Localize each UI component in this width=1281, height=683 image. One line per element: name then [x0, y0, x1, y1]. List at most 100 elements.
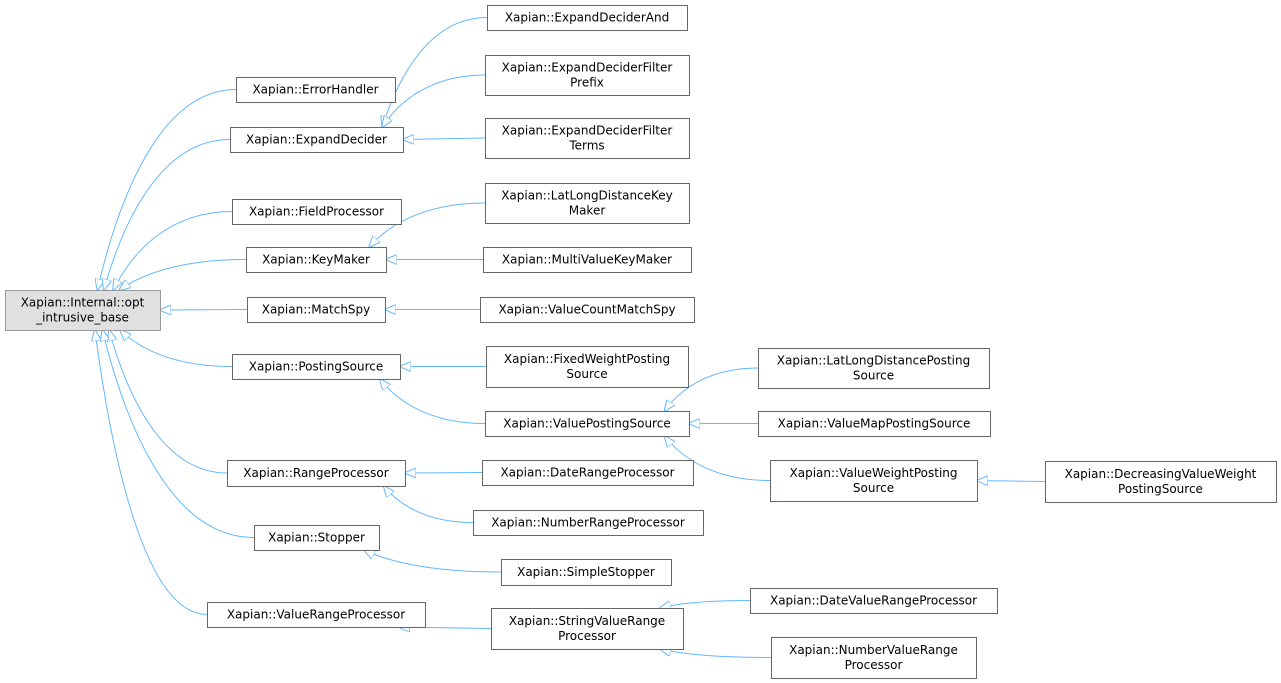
class-label-number-range-processor-line-1: Xapian::NumberRangeProcessor — [491, 516, 685, 530]
class-node-decreasing-value-weight-posting-source[interactable]: Xapian::DecreasingValueWeightPostingSour… — [1045, 461, 1277, 503]
class-node-multi-value-key-maker[interactable]: Xapian::MultiValueKeyMaker — [483, 247, 692, 273]
class-node-key-maker[interactable]: Xapian::KeyMaker — [246, 247, 387, 273]
inheritance-edge-posting-source-to-opt-intrusive-base — [120, 330, 233, 367]
class-box-value-map-posting-source — [758, 411, 991, 437]
class-label-date-range-processor-line-1: Xapian::DateRangeProcessor — [500, 466, 674, 480]
class-box-string-value-range-processor — [491, 608, 684, 650]
class-label-value-map-posting-source-line-1: Xapian::ValueMapPostingSource — [778, 417, 971, 431]
class-box-lat-long-distance-key-maker — [485, 183, 690, 224]
class-label-opt-intrusive-base-line-1: Xapian::Internal::opt — [21, 296, 145, 310]
inheritance-edge-number-range-processor-to-range-processor — [384, 486, 474, 523]
class-label-field-processor-line-1: Xapian::FieldProcessor — [249, 205, 384, 219]
class-label-key-maker-line-1: Xapian::KeyMaker — [262, 253, 370, 267]
class-node-range-processor[interactable]: Xapian::RangeProcessor — [227, 460, 406, 487]
class-box-expand-decider-filter-terms — [485, 118, 690, 159]
class-box-value-range-processor — [207, 602, 426, 628]
class-label-date-value-range-processor-line-1: Xapian::DateValueRangeProcessor — [770, 594, 977, 608]
class-label-fixed-weight-posting-source-line-2: Source — [566, 367, 607, 381]
class-box-expand-decider-filter-prefix — [485, 55, 690, 96]
class-node-stopper[interactable]: Xapian::Stopper — [254, 525, 380, 551]
class-label-match-spy-line-1: Xapian::MatchSpy — [262, 303, 371, 317]
class-box-error-handler — [236, 77, 396, 103]
class-node-value-map-posting-source[interactable]: Xapian::ValueMapPostingSource — [758, 411, 991, 437]
inheritance-edge-lat-long-distance-posting-source-to-value-posting-source — [665, 367, 759, 411]
class-box-match-spy — [247, 297, 386, 323]
class-box-date-range-processor — [482, 460, 694, 486]
class-label-decreasing-value-weight-posting-source-line-2: PostingSource — [1118, 482, 1203, 496]
class-label-range-processor-line-1: Xapian::RangeProcessor — [243, 466, 388, 480]
class-box-decreasing-value-weight-posting-source — [1045, 461, 1277, 503]
class-node-simple-stopper[interactable]: Xapian::SimpleStopper — [501, 559, 672, 586]
class-node-field-processor[interactable]: Xapian::FieldProcessor — [232, 199, 402, 225]
class-label-posting-source-line-1: Xapian::PostingSource — [249, 360, 383, 374]
inheritance-edge-stopper-to-opt-intrusive-base — [102, 330, 255, 538]
class-box-key-maker — [246, 247, 387, 273]
class-box-number-value-range-processor — [771, 637, 977, 679]
class-box-field-processor — [232, 199, 402, 225]
class-label-value-weight-posting-source-line-2: Source — [853, 481, 894, 495]
class-node-error-handler[interactable]: Xapian::ErrorHandler — [236, 77, 396, 103]
class-label-value-weight-posting-source-line-1: Xapian::ValueWeightPosting — [790, 466, 958, 480]
inheritance-edge-expand-decider-and-to-expand-decider — [382, 17, 488, 128]
class-node-expand-decider-and[interactable]: Xapian::ExpandDeciderAnd — [487, 5, 688, 31]
class-node-date-value-range-processor[interactable]: Xapian::DateValueRangeProcessor — [750, 588, 998, 614]
class-box-simple-stopper — [501, 559, 672, 586]
inheritance-edge-date-range-processor-to-range-processor — [405, 473, 483, 474]
inheritance-edge-lat-long-distance-key-maker-to-key-maker — [369, 202, 486, 247]
class-label-lat-long-distance-posting-source-line-2: Source — [853, 369, 894, 383]
class-node-number-range-processor[interactable]: Xapian::NumberRangeProcessor — [473, 510, 704, 536]
inheritance-edge-range-processor-to-opt-intrusive-base — [109, 330, 228, 474]
class-node-value-range-processor[interactable]: Xapian::ValueRangeProcessor — [207, 602, 426, 628]
inheritance-edge-value-posting-source-to-posting-source — [380, 379, 486, 424]
class-box-multi-value-key-maker — [483, 247, 692, 273]
class-label-lat-long-distance-key-maker-line-1: Xapian::LatLongDistanceKey — [501, 189, 673, 203]
class-node-posting-source[interactable]: Xapian::PostingSource — [232, 354, 401, 380]
class-box-opt-intrusive-base — [5, 290, 161, 331]
inheritance-edge-value-weight-posting-source-to-value-posting-source — [665, 436, 771, 481]
class-label-number-value-range-processor-line-1: Xapian::NumberValueRange — [789, 643, 958, 657]
inheritance-edge-key-maker-to-opt-intrusive-base — [119, 259, 247, 291]
class-label-multi-value-key-maker-line-1: Xapian::MultiValueKeyMaker — [502, 253, 672, 267]
inheritance-edge-number-value-range-processor-to-string-value-range-processor — [660, 649, 772, 658]
class-node-match-spy[interactable]: Xapian::MatchSpy — [247, 297, 386, 323]
inheritance-edge-decreasing-value-weight-posting-source-to-value-weight-posting-source — [977, 481, 1046, 482]
inheritance-edge-expand-decider-to-opt-intrusive-base — [104, 139, 231, 291]
class-node-value-count-match-spy[interactable]: Xapian::ValueCountMatchSpy — [480, 297, 695, 323]
class-box-posting-source — [232, 354, 401, 380]
inheritance-edge-expand-decider-filter-terms-to-expand-decider — [403, 138, 486, 140]
class-box-range-processor — [227, 460, 406, 487]
class-label-expand-decider-filter-terms-line-1: Xapian::ExpandDeciderFilter — [502, 124, 673, 138]
class-label-value-count-match-spy-line-1: Xapian::ValueCountMatchSpy — [498, 303, 675, 317]
class-label-expand-decider-filter-terms-line-2: Terms — [568, 139, 604, 153]
class-label-opt-intrusive-base-line-2: _intrusive_base — [35, 311, 129, 325]
class-box-value-posting-source — [485, 411, 690, 437]
inheritance-edge-simple-stopper-to-stopper — [364, 550, 502, 573]
class-label-stopper-line-1: Xapian::Stopper — [268, 531, 365, 545]
inheritance-edge-date-value-range-processor-to-string-value-range-processor — [660, 600, 751, 609]
class-box-date-value-range-processor — [750, 588, 998, 614]
class-label-string-value-range-processor-line-1: Xapian::StringValueRange — [509, 614, 665, 628]
class-box-lat-long-distance-posting-source — [758, 348, 990, 389]
class-node-opt-intrusive-base[interactable]: Xapian::Internal::opt_intrusive_base — [5, 290, 161, 331]
class-label-value-posting-source-line-1: Xapian::ValuePostingSource — [503, 417, 670, 431]
class-label-lat-long-distance-key-maker-line-2: Maker — [569, 204, 606, 218]
class-label-simple-stopper-line-1: Xapian::SimpleStopper — [517, 565, 655, 579]
class-box-stopper — [254, 525, 380, 551]
class-label-decreasing-value-weight-posting-source-line-1: Xapian::DecreasingValueWeight — [1065, 467, 1257, 481]
class-node-date-range-processor[interactable]: Xapian::DateRangeProcessor — [482, 460, 694, 486]
class-node-expand-decider[interactable]: Xapian::ExpandDecider — [230, 127, 404, 153]
class-label-string-value-range-processor-line-2: Processor — [558, 629, 616, 643]
class-label-fixed-weight-posting-source-line-1: Xapian::FixedWeightPosting — [504, 352, 670, 366]
class-label-error-handler-line-1: Xapian::ErrorHandler — [252, 83, 378, 97]
class-box-expand-decider — [230, 127, 404, 153]
class-node-value-posting-source[interactable]: Xapian::ValuePostingSource — [485, 411, 690, 437]
